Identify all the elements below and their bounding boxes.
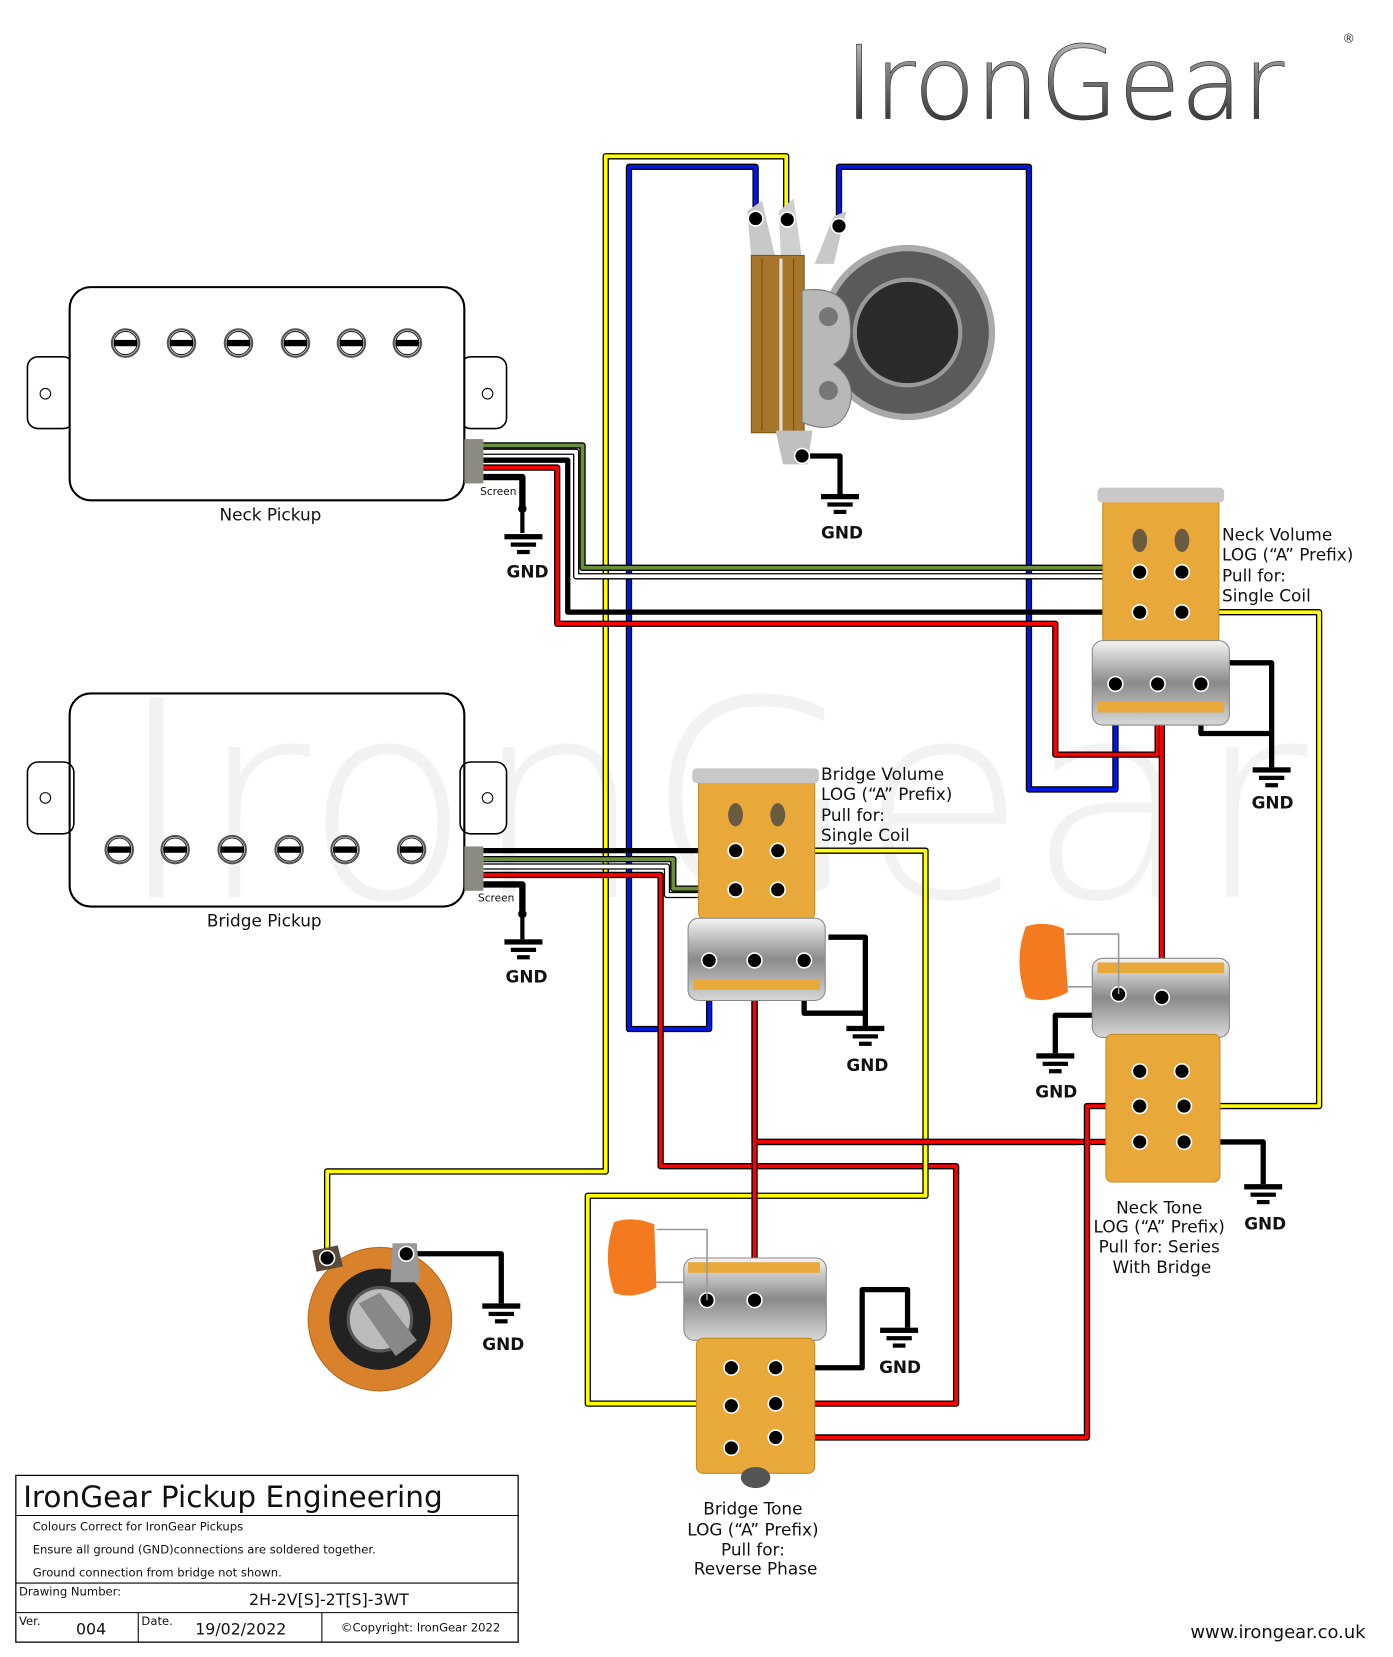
gnd-label: GND [1244,1214,1286,1234]
irongear-logo: IronGear ® [844,24,1355,143]
wire-blue-bridge [627,164,758,1031]
wire-yellow-neckvol-necktone [1181,610,1321,1108]
ground-icon [846,1025,885,1046]
wire-blue-neck [837,164,1118,792]
version: 004 [76,1620,106,1639]
gnd-label: GND [482,1334,524,1354]
ground-icon [1036,1053,1075,1074]
cable-exit [464,439,484,484]
wire-yellow-output [325,154,789,1259]
copyright: ©Copyright: IronGear 2022 [341,1621,500,1635]
ground-icon [821,493,860,515]
note-line: Colours Correct for IronGear Pickups [33,1519,243,1533]
drawing-number-label: Drawing Number: [19,1585,121,1599]
ground-icon [1244,1184,1283,1205]
bridge-volume-pot: GND Bridge Volume LOG (“A” Prefix) Pull … [687,764,958,1075]
capacitor-icon [1019,923,1120,1001]
wire-red-neck [483,465,1160,757]
gnd-label: GND [821,522,863,542]
gnd-label: GND [879,1357,921,1377]
bridge-pickup: Bridge Pickup Screen GND [26,692,547,987]
neck-pickup: Neck Pickup Screen GND [26,286,549,581]
neck-tone-label: Neck Tone LOG (“A” Prefix) Pull for: Ser… [1094,1198,1231,1277]
drawing-number: 2H-2V[S]-2T[S]-3WT [249,1590,409,1609]
wire-red-bridge [483,873,958,1406]
note-line: Ensure all ground (GND)connections are s… [33,1542,376,1556]
bridge-pickup-label: Bridge Pickup [207,911,322,931]
bridge-volume-label: Bridge Volume LOG (“A” Prefix) Pull for:… [821,764,958,845]
bridge-tone-label: Bridge Tone LOG (“A” Prefix) Pull for: R… [687,1498,824,1578]
gnd-label: GND [846,1055,888,1075]
bridge-tone-pot: GND Bridge Tone LOG (“A” Prefix) Pull fo… [607,1219,921,1579]
neck-pickup-label: Neck Pickup [220,504,322,524]
ground-icon [880,1327,919,1348]
three-way-switch: GND [747,198,996,542]
wire-white-neck [483,449,1140,579]
ground-icon [504,534,543,555]
gnd-label: GND [505,967,547,987]
title-block-title: IronGear Pickup Engineering [23,1480,443,1514]
wire-screen-neck [483,473,526,507]
capacitor-icon [607,1219,708,1301]
output-jack: GND [307,1243,524,1392]
gnd-label: GND [507,561,549,581]
screen-label: Screen [478,892,514,904]
note-line: Ground connection from bridge not shown. [33,1566,282,1580]
neck-volume-pot: GND Neck Volume LOG (“A” Prefix) Pull fo… [1091,487,1359,812]
wire-black-neck [483,457,1140,615]
title-block: IronGear Pickup Engineering Colours Corr… [15,1474,519,1643]
neck-volume-label: Neck Volume LOG (“A” Prefix) Pull for: S… [1222,524,1359,605]
registered-mark: ® [1342,30,1355,45]
neck-tone-pot: GND GND Neck Tone LOG (“A” Prefix) Pull … [1019,923,1286,1277]
date: 19/02/2022 [195,1620,286,1639]
screen-label: Screen [480,486,516,498]
date-label: Date. [141,1614,172,1628]
website-link[interactable]: www.irongear.co.uk [1190,1622,1366,1643]
version-label: Ver. [19,1614,41,1628]
wires [323,153,1323,1452]
gnd-label: GND [1252,792,1294,812]
logo-text: IronGear [844,24,1284,142]
gnd-label: GND [1035,1082,1077,1102]
ground-icon [482,1303,521,1324]
wire-green-neck [483,443,1140,570]
